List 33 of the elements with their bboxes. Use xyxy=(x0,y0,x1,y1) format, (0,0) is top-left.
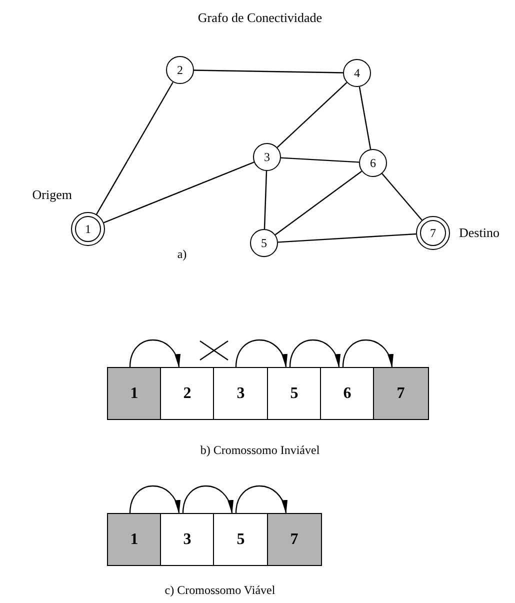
gene-cell: 3 xyxy=(213,367,268,420)
node-caption: Origem xyxy=(31,188,72,201)
connector-line xyxy=(104,162,254,224)
connector-line xyxy=(280,157,360,163)
node-caption: Destino xyxy=(459,226,500,239)
curved-arrow xyxy=(129,340,180,368)
gene-cell: 3 xyxy=(160,513,214,566)
connector-line xyxy=(278,233,416,243)
caption: a) xyxy=(176,248,188,260)
connector-line xyxy=(358,86,372,150)
caption: c) Cromossomo Viável xyxy=(164,584,276,596)
curved-arrow xyxy=(342,340,393,368)
gene-cell: 2 xyxy=(160,367,214,420)
curved-arrow xyxy=(235,485,287,514)
caption: b) Cromossomo Inviável xyxy=(199,444,321,456)
gene-cell: 7 xyxy=(373,367,428,420)
gene-cell: 1 xyxy=(107,367,162,420)
connector-line xyxy=(382,173,422,220)
connector-line xyxy=(274,170,362,236)
connector-line xyxy=(194,70,344,74)
curved-arrow xyxy=(182,486,233,514)
connector-line xyxy=(96,82,174,215)
gene-cell: 6 xyxy=(320,367,374,420)
gene-cell: 5 xyxy=(213,513,268,566)
gene-cell: 5 xyxy=(267,367,322,420)
title: Grafo de Conectividade xyxy=(196,9,324,27)
curved-arrow xyxy=(129,486,180,514)
curved-arrow xyxy=(235,339,287,368)
connector-line xyxy=(264,170,268,230)
connector-line xyxy=(276,82,348,148)
gene-cell: 1 xyxy=(107,513,162,566)
curved-arrow xyxy=(289,340,340,368)
gene-cell: 7 xyxy=(267,513,322,566)
